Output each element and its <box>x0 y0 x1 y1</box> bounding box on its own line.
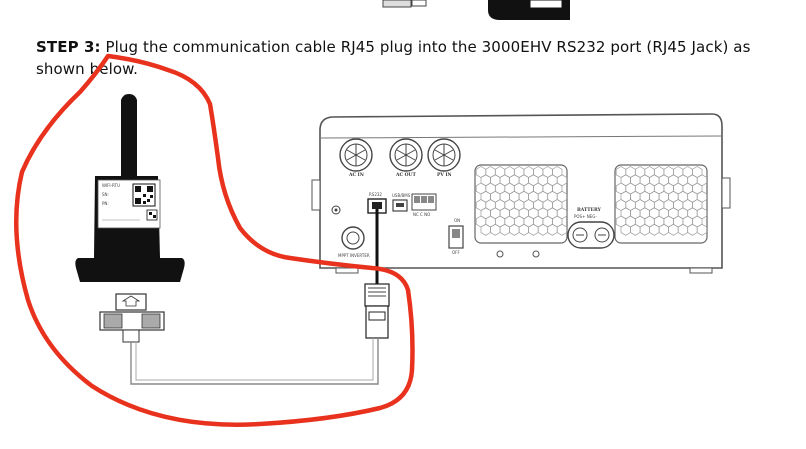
right-vent-grille <box>614 164 708 244</box>
pv-in-gland: PV IN <box>427 138 461 178</box>
dongle-sticker: WIFI-RTU SN: PN: <box>97 179 161 229</box>
rj45-cable <box>130 209 390 385</box>
ac-out-gland: AC OUT <box>389 138 423 178</box>
battery-label: BATTERY <box>577 207 602 213</box>
left-vent-grille <box>474 164 568 244</box>
step-label: STEP 3: <box>36 38 101 56</box>
arrow-up-icon <box>121 295 141 307</box>
sticker-line-1: WIFI-RTU <box>102 183 120 188</box>
power-switch: ON OFF <box>448 218 464 255</box>
step-caption: STEP 3: Plug the communication cable RJ4… <box>36 36 776 80</box>
ac-out-label: AC OUT <box>395 172 416 178</box>
ac-in-gland: AC IN <box>339 138 373 178</box>
usb-port: USB/BMS <box>392 193 411 212</box>
mppt-knob: MPPT INVERTER <box>338 226 370 258</box>
step-text: Plug the communication cable RJ45 plug i… <box>36 38 751 78</box>
switch-off-label: OFF <box>452 250 460 255</box>
switch-on-label: ON <box>454 218 460 223</box>
sticker-line-2: SN: <box>102 192 109 197</box>
dry-contact-terminal: NC C NO <box>411 193 437 217</box>
rs232-label: RS232 <box>369 192 382 197</box>
sticker-line-3: PN: <box>102 201 109 206</box>
rj45-plug <box>364 283 390 339</box>
battery-polarity-label: POS+ NEG- <box>574 214 597 219</box>
inverter-unit: AC IN AC OUT PV IN RS232 USB/BMS <box>311 113 731 274</box>
rs232-port: RS232 <box>367 192 387 214</box>
usb-label: USB/BMS <box>392 193 411 198</box>
dry-contact-label: NC C NO <box>413 212 430 217</box>
antenna-icon <box>121 94 137 178</box>
vent-hole <box>696 223 708 236</box>
qr-code-icon <box>132 183 156 207</box>
ac-in-label: AC IN <box>348 172 364 178</box>
red-annotation-circle <box>13 53 415 427</box>
mppt-label: MPPT INVERTER <box>338 253 370 258</box>
vent-hole <box>556 223 568 236</box>
battery-terminal: BATTERY POS+ NEG- <box>567 207 615 249</box>
pv-in-label: PV IN <box>437 172 452 178</box>
db9-connector <box>99 293 165 343</box>
previous-figure-fragment <box>382 0 570 20</box>
wifi-dongle: WIFI-RTU SN: PN: <box>75 94 185 343</box>
